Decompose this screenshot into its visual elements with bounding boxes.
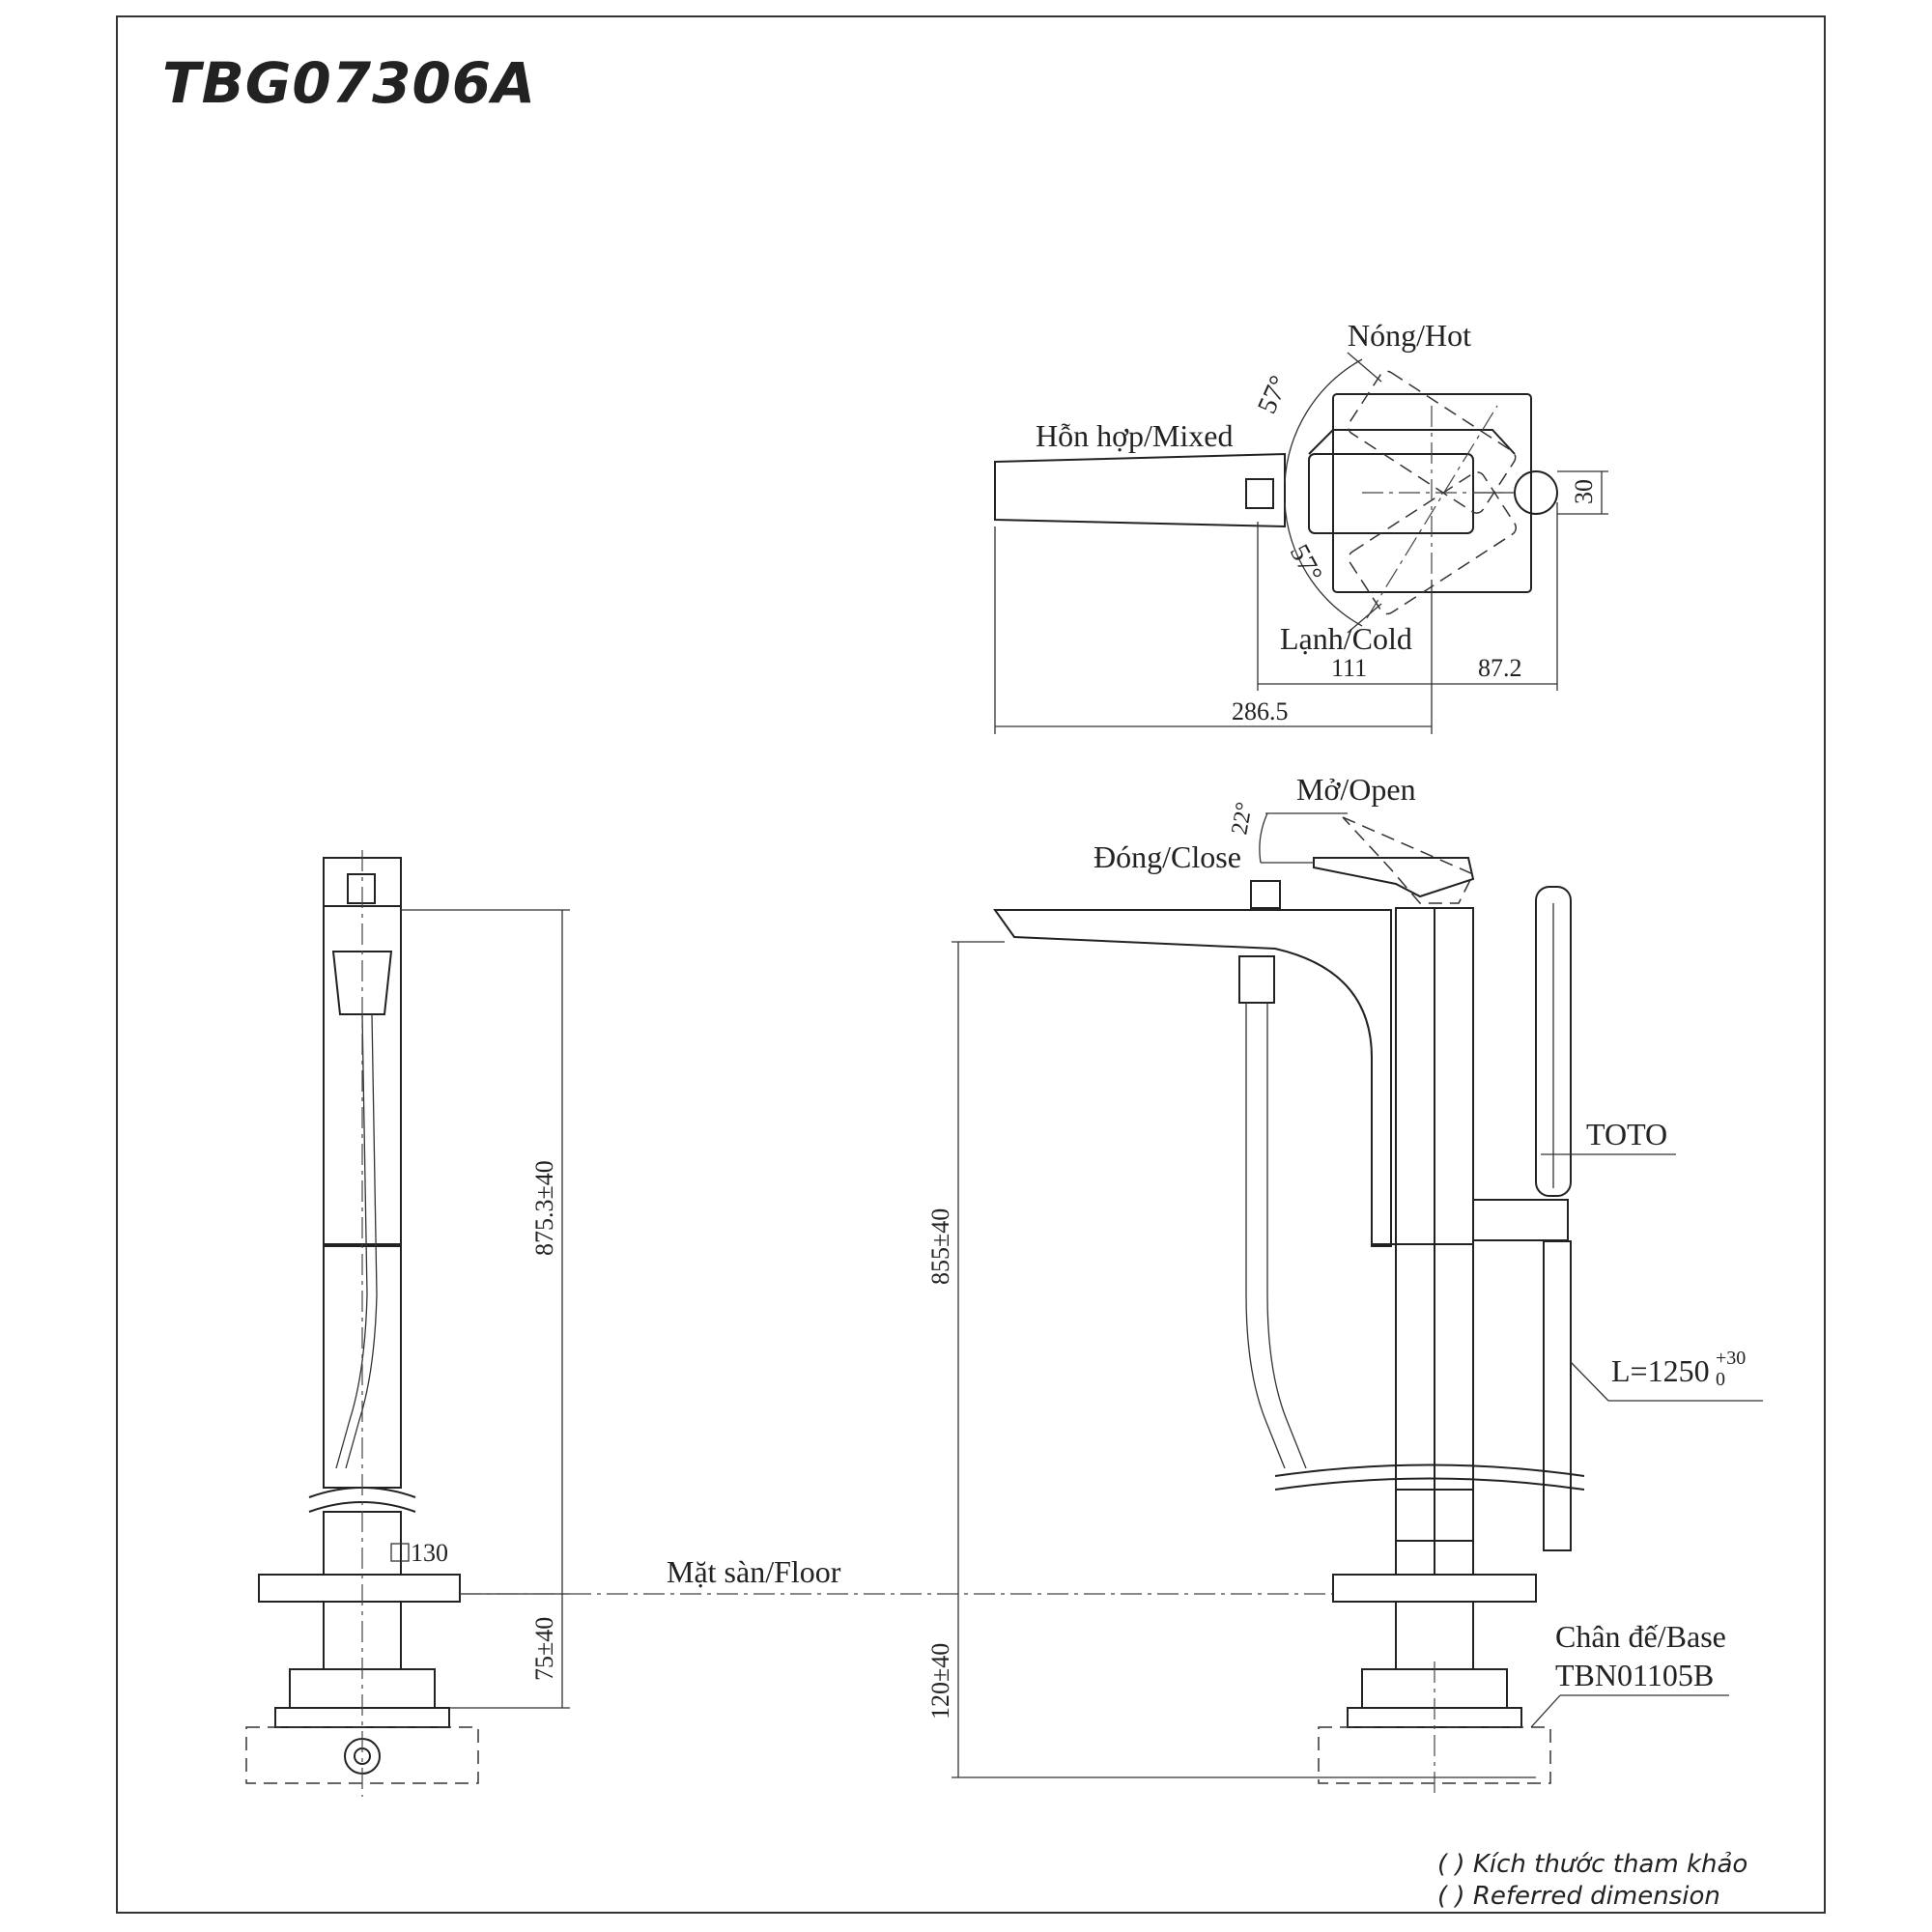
brand-label: TOTO — [1586, 1117, 1667, 1151]
cold-leader — [1347, 603, 1382, 634]
top-view: Nóng/Hot Hỗn hợp/Mixed Lạnh/Cold 57° 57°… — [994, 318, 1608, 734]
top-view-hand-shower — [1514, 470, 1558, 515]
side-view-hose-inner — [1266, 1003, 1307, 1469]
hose-length: L=1250 — [1611, 1353, 1710, 1388]
drawing-border — [116, 15, 1826, 1914]
base-label: Chân đế/Base — [1555, 1619, 1726, 1654]
side-view-top-cap — [1250, 880, 1281, 909]
side-view-handle-open — [1342, 816, 1475, 904]
side-view-handle-closed — [1313, 857, 1475, 898]
side-view-break-top — [1274, 1463, 1585, 1477]
side-view-hose-nut — [1238, 955, 1275, 1004]
dim-base-left: 75±40 — [530, 1617, 558, 1681]
side-view-hand-shower — [1535, 886, 1572, 1197]
note-vietnamese: ( ) Kích thước tham khảo — [1437, 1850, 1748, 1879]
angle-22-label: 22° — [1227, 800, 1257, 837]
side-view-spout — [993, 909, 1392, 1247]
angle-arc-cold — [1284, 501, 1363, 627]
top-view-aerator — [1245, 478, 1274, 509]
side-view-hose — [1245, 1003, 1286, 1469]
model-number: TBG07306A — [162, 50, 537, 116]
top-view-handle — [1308, 453, 1474, 534]
dim-286-5: 286.5 — [1232, 697, 1289, 725]
floor-label: Mặt sàn/Floor — [667, 1554, 841, 1589]
top-view-spout — [994, 452, 1286, 528]
dim-30: 30 — [1570, 479, 1598, 504]
base-model: TBN01105B — [1555, 1658, 1714, 1692]
base-leader — [1530, 1694, 1561, 1728]
front-view-spout — [331, 951, 393, 1015]
handle-cold-position — [1348, 471, 1517, 615]
hose-leader — [1570, 1361, 1609, 1402]
dim-base-right: 120±40 — [926, 1643, 954, 1719]
dim-height-right: 855±40 — [926, 1208, 954, 1285]
top-view-centerline-diag — [1366, 405, 1498, 619]
side-view: Mở/Open Đóng/Close 22° TOTO L=1250 +30 0 — [926, 772, 1763, 1797]
side-view-break-bottom — [1274, 1477, 1585, 1491]
handle-hot-position — [1347, 370, 1517, 514]
square-symbol — [390, 1543, 410, 1562]
close-label: Đóng/Close — [1094, 839, 1241, 874]
square-size: 130 — [411, 1539, 448, 1567]
front-view: 130 875.3±40 75±40 — [245, 850, 570, 1797]
hot-label: Nóng/Hot — [1348, 318, 1471, 353]
cold-label: Lạnh/Cold — [1280, 621, 1412, 656]
hose-tol-upper: +30 — [1716, 1348, 1746, 1369]
hose-tol-lower: 0 — [1716, 1369, 1725, 1390]
angle-arc-22 — [1259, 812, 1268, 864]
side-view-floor-plate — [1332, 1574, 1537, 1603]
angle-cold-label: 57° — [1284, 540, 1328, 587]
side-view-shower-hose — [1543, 1240, 1572, 1551]
front-view-floor-plate — [258, 1574, 461, 1603]
side-view-stem — [1395, 1601, 1474, 1670]
note-english: ( ) Referred dimension — [1437, 1882, 1720, 1911]
angle-hot-label: 57° — [1252, 371, 1294, 417]
front-view-handle-cap — [347, 873, 376, 904]
open-label: Mở/Open — [1296, 772, 1416, 807]
top-view-handle-outline — [1308, 429, 1516, 455]
hot-leader — [1347, 352, 1382, 383]
dim-87-2: 87.2 — [1478, 654, 1522, 682]
dim-111: 111 — [1331, 654, 1367, 682]
front-view-hose-inner — [345, 1013, 378, 1469]
dim-height-left: 875.3±40 — [530, 1160, 558, 1256]
mixed-label: Hỗn hợp/Mixed — [1036, 418, 1233, 453]
angle-arc-hot — [1284, 358, 1363, 484]
side-view-shower-holder — [1472, 1199, 1569, 1241]
